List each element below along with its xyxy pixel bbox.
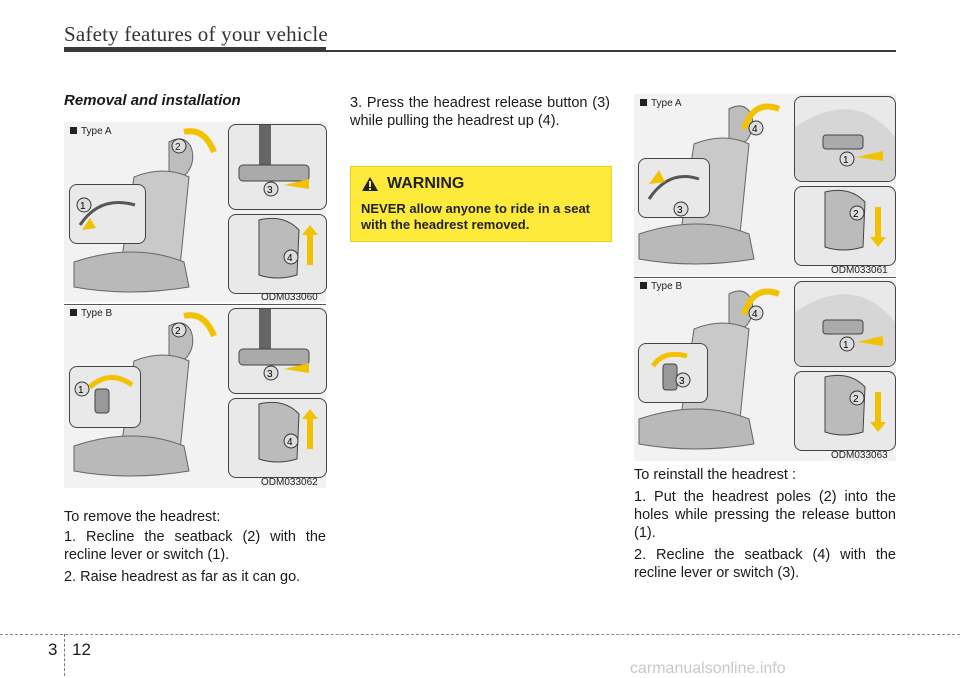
inset-headrest: 2 — [794, 371, 896, 451]
inset-lever: 3 — [638, 158, 710, 218]
svg-text:1: 1 — [78, 385, 84, 396]
type-label: Type B — [70, 308, 112, 319]
svg-text:4: 4 — [752, 309, 758, 320]
bullet-square-icon — [640, 282, 647, 289]
figure-right-type-a: 4 3 1 2 Type A ODM033061 — [634, 94, 896, 276]
footer-section-number: 3 — [48, 640, 58, 659]
bullet-square-icon — [70, 127, 77, 134]
removal-step-3: 3. Press the headrest release button (3)… — [350, 95, 610, 129]
figure-divider — [634, 277, 896, 278]
figure-code: ODM033061 — [831, 265, 888, 276]
type-label: Type A — [70, 126, 112, 137]
svg-text:1: 1 — [843, 155, 849, 166]
inset-release-button: 3 — [228, 308, 327, 394]
reinstall-intro: To reinstall the headrest : — [634, 467, 797, 483]
footer-page-number: 12 — [72, 640, 91, 659]
removal-step-2: 2. Raise headrest as far as it can go. — [64, 569, 301, 585]
svg-text:2: 2 — [175, 326, 181, 337]
svg-text:2: 2 — [853, 209, 859, 220]
inset-release-button: 3 — [228, 124, 327, 210]
type-label: Type B — [640, 281, 682, 292]
svg-text:2: 2 — [853, 394, 859, 405]
figure-code: ODM033062 — [261, 477, 318, 488]
svg-text:3: 3 — [677, 205, 683, 216]
svg-text:3: 3 — [267, 369, 273, 380]
type-label: Type A — [640, 98, 682, 109]
inset-release-button: 1 — [794, 96, 896, 182]
svg-text:3: 3 — [267, 185, 273, 196]
warning-box: WARNING NEVER allow anyone to ride in a … — [350, 166, 612, 242]
inset-switch: 1 — [69, 366, 141, 428]
figure-left-type-a: 2 1 3 4 Type A ODM033060 — [64, 122, 327, 303]
svg-text:1: 1 — [80, 201, 86, 212]
inset-switch: 3 — [638, 343, 708, 403]
warning-text: NEVER allow anyone to ride in a seat wit… — [361, 201, 591, 232]
figure-divider — [64, 304, 326, 305]
reinstall-step-1: 1. Put the headrest poles (2) into the h… — [634, 489, 896, 541]
figure-code: ODM033063 — [831, 450, 888, 461]
footer-rule — [0, 634, 960, 635]
figure-right-type-b: 4 3 1 2 Type B ODM033063 — [634, 279, 896, 461]
bullet-square-icon — [640, 99, 647, 106]
bullet-square-icon — [70, 309, 77, 316]
reinstall-step-2: 2. Recline the seatback (4) with the rec… — [634, 547, 896, 581]
warning-triangle-icon — [362, 177, 378, 191]
svg-text:3: 3 — [679, 376, 685, 387]
removal-step-1: 1. Recline the seatback (2) with the rec… — [64, 529, 326, 563]
inset-headrest: 4 — [228, 214, 327, 294]
header-rule-thick — [64, 47, 326, 52]
svg-text:2: 2 — [175, 142, 181, 153]
footer-divider — [64, 634, 65, 676]
figure-code: ODM033060 — [261, 292, 318, 303]
inset-lever: 1 — [69, 184, 146, 244]
header-rule-thin — [326, 50, 896, 52]
seat-illustration: 4 — [638, 288, 781, 450]
removal-intro: To remove the headrest: — [64, 509, 221, 525]
svg-text:4: 4 — [287, 437, 293, 448]
header-title: Safety features of your vehicle — [64, 22, 328, 46]
warning-heading: WARNING — [387, 175, 465, 192]
inset-headrest: 4 — [228, 398, 327, 478]
inset-release-button: 1 — [794, 281, 896, 367]
section-title: Removal and installation — [64, 92, 241, 109]
watermark: carmanualsonline.info — [630, 660, 786, 677]
svg-text:1: 1 — [843, 340, 849, 351]
inset-headrest: 2 — [794, 186, 896, 266]
figure-left-type-b: 2 1 3 4 Type B ODM033062 — [64, 306, 327, 488]
svg-text:4: 4 — [287, 253, 293, 264]
svg-text:4: 4 — [752, 124, 758, 135]
